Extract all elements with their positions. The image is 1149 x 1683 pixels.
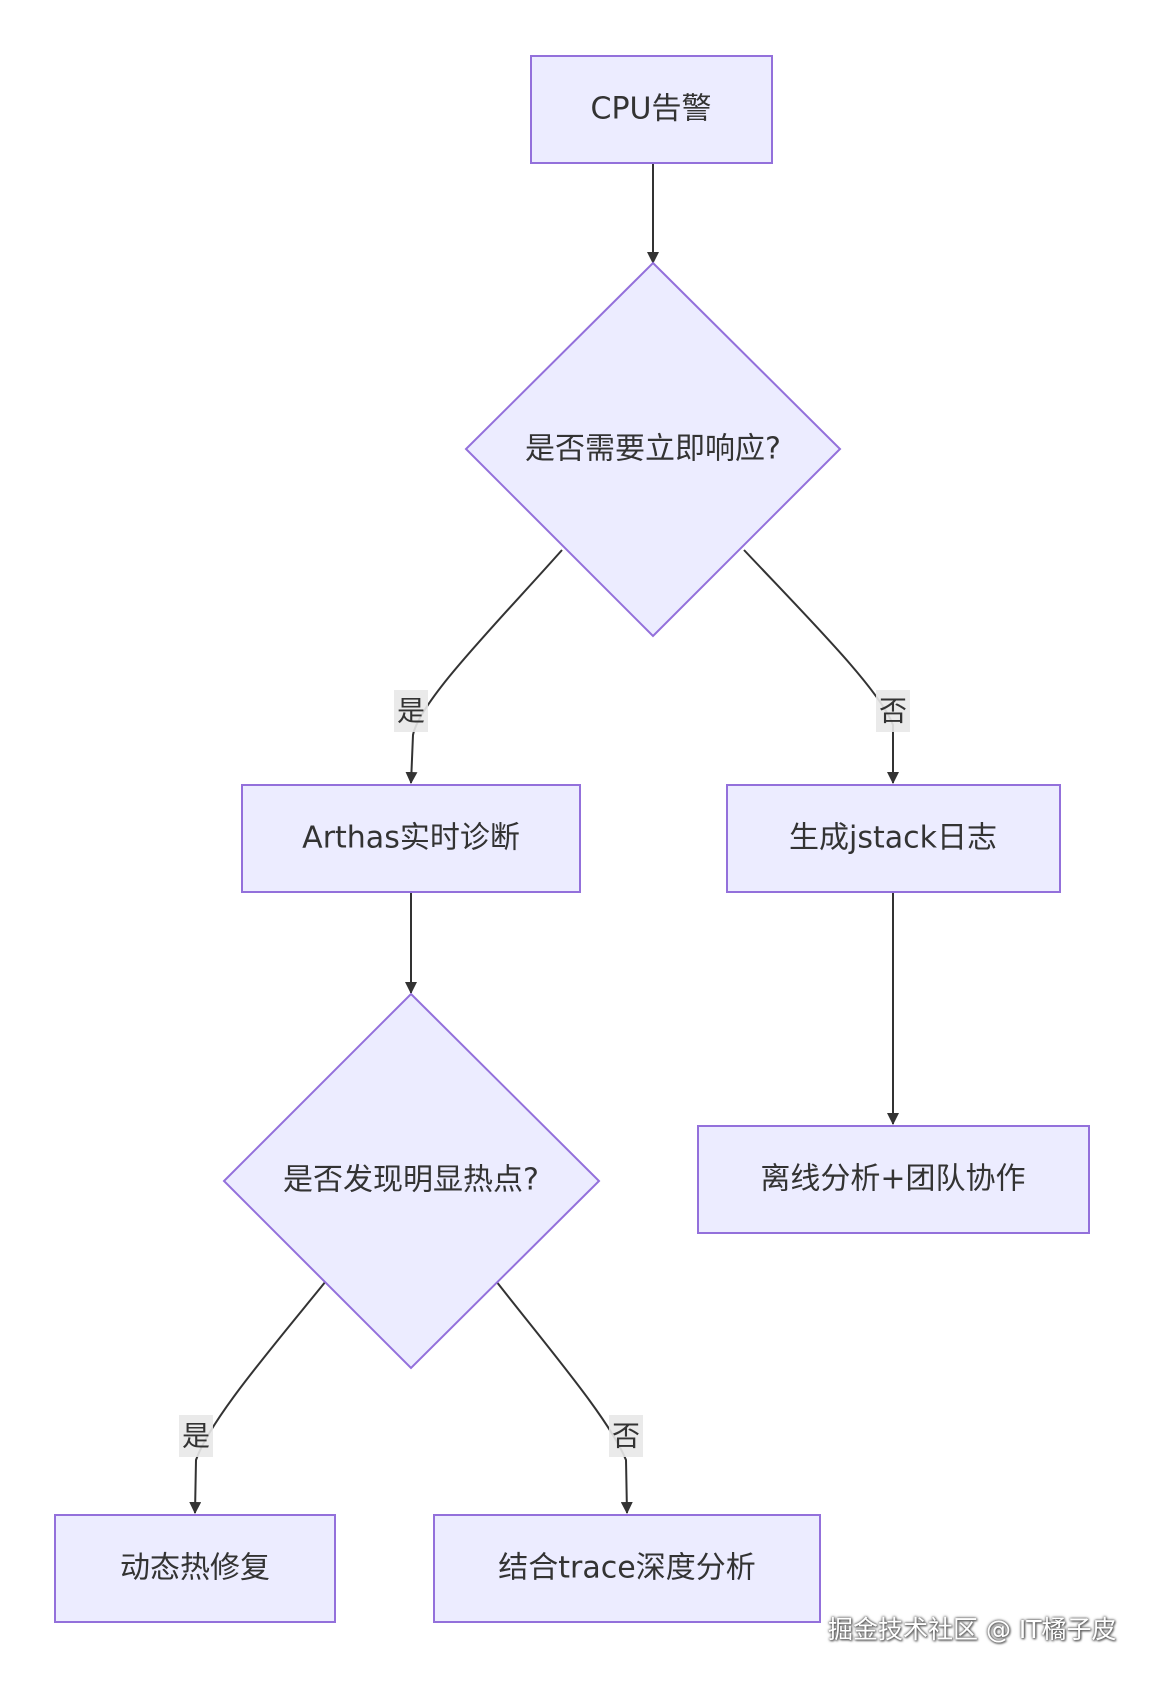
edge-label-yes-2: 是 (179, 1415, 213, 1457)
svg-text:动态热修复: 动态热修复 (120, 1551, 270, 1586)
svg-text:是: 是 (397, 695, 425, 728)
svg-text:离线分析+团队协作: 离线分析+团队协作 (760, 1162, 1025, 1197)
node-need-immediate-decision: 是否需要立即响应? (464, 261, 842, 638)
node-hotspot-decision: 是否发现明显热点? (222, 992, 601, 1370)
svg-text:结合trace深度分析: 结合trace深度分析 (498, 1551, 755, 1586)
svg-text:是否发现明显热点?: 是否发现明显热点? (283, 1163, 539, 1198)
edge-label-no-2: 否 (609, 1415, 643, 1457)
node-hotfix: 动态热修复 (54, 1514, 336, 1623)
svg-text:是: 是 (182, 1420, 210, 1453)
edge-decision-no-to-jstack (743, 549, 899, 784)
node-trace-analysis: 结合trace深度分析 (433, 1514, 821, 1623)
svg-text:CPU告警: CPU告警 (591, 92, 712, 127)
node-jstack-log: 生成jstack日志 (726, 784, 1061, 893)
svg-text:生成jstack日志: 生成jstack日志 (789, 821, 997, 856)
edge-hotspot-yes-to-hotfix (189, 1280, 327, 1514)
node-offline-analysis: 离线分析+团队协作 (697, 1125, 1090, 1234)
edge-decision-yes-to-arthas (405, 549, 563, 784)
svg-text:是否需要立即响应?: 是否需要立即响应? (525, 432, 781, 467)
svg-text:否: 否 (879, 695, 907, 728)
node-cpu-alert: CPU告警 (530, 55, 773, 164)
svg-text:否: 否 (612, 1420, 640, 1453)
svg-text:Arthas实时诊断: Arthas实时诊断 (302, 821, 520, 856)
watermark: 掘金技术社区 @ IT橘子皮 (828, 1615, 1117, 1644)
edge-label-no-1: 否 (876, 690, 910, 732)
edge-hotspot-no-to-trace (495, 1280, 633, 1514)
edge-label-yes-1: 是 (394, 690, 428, 732)
node-arthas-diagnosis: Arthas实时诊断 (241, 784, 581, 893)
